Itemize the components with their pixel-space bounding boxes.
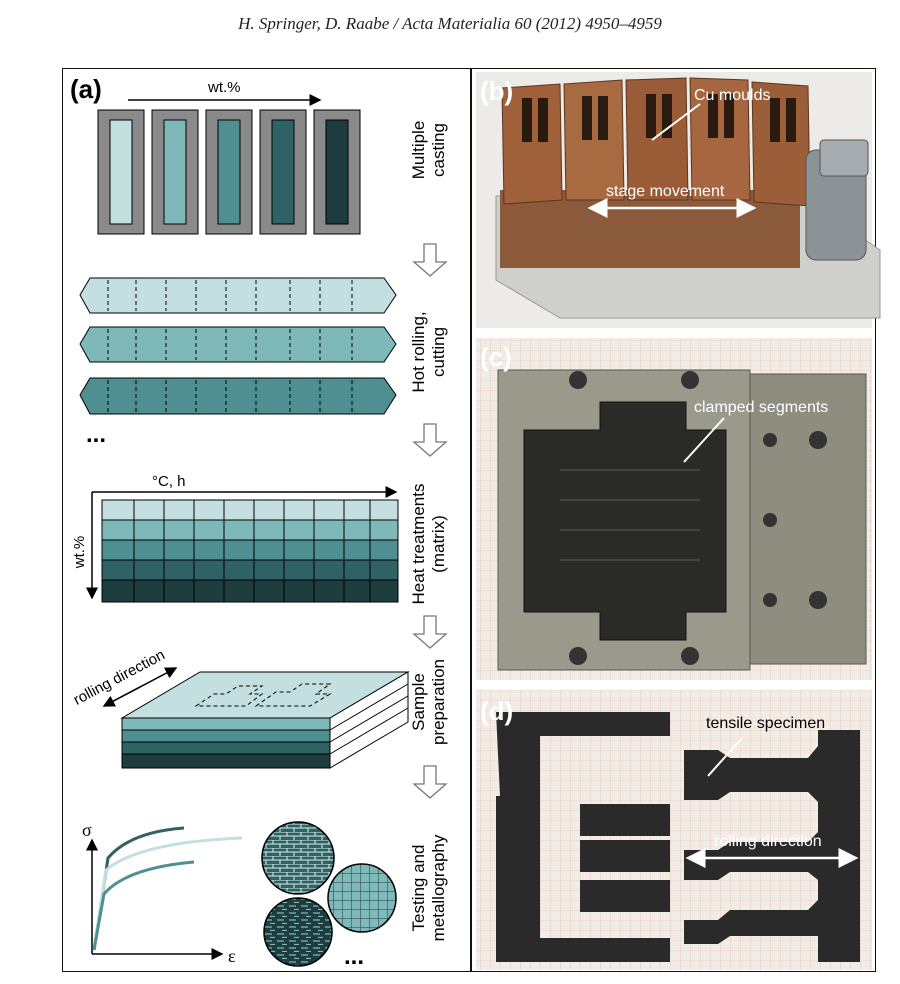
step-5-line-1: Testing and bbox=[409, 845, 428, 932]
sample-block: rolling direction bbox=[71, 646, 410, 769]
cu-moulds bbox=[501, 77, 811, 207]
rolling-direction-label-d: rolling direction bbox=[714, 833, 822, 850]
down-arrow-icon bbox=[412, 615, 448, 649]
mould bbox=[313, 109, 361, 235]
heat-treatment-matrix: °C, h wt.% bbox=[71, 473, 399, 603]
strip bbox=[79, 277, 397, 314]
down-arrow-icon bbox=[412, 243, 448, 277]
cu-moulds-label: Cu moulds bbox=[694, 87, 770, 104]
mould bbox=[151, 109, 199, 235]
stage-movement-label: stage movement bbox=[606, 183, 725, 200]
bolt-heads bbox=[569, 371, 827, 665]
epsilon-label: ε bbox=[228, 946, 236, 966]
panel-a-label: (a) bbox=[70, 74, 102, 104]
step-2-line-2: cutting bbox=[429, 327, 448, 377]
step-3-line-1: Heat treatments bbox=[409, 484, 428, 605]
tensile-specimen-label: tensile specimen bbox=[706, 715, 825, 732]
step-1-line-2: casting bbox=[429, 123, 448, 177]
panel-b: (b) Cu moulds stage movement bbox=[476, 72, 881, 328]
microstructures: ... bbox=[261, 821, 397, 970]
casting-moulds: wt.% bbox=[97, 79, 361, 235]
curve-light bbox=[92, 836, 243, 951]
curve-mid bbox=[92, 860, 195, 951]
mould bbox=[97, 109, 145, 235]
curve-dark bbox=[92, 826, 185, 951]
panel-c: (c) clamped segments bbox=[476, 338, 872, 680]
panel-b-label: (b) bbox=[480, 76, 513, 106]
heat-axis-y-label: wt.% bbox=[71, 536, 88, 570]
sigma-label: σ bbox=[82, 820, 92, 840]
specimen-frames bbox=[496, 712, 670, 962]
down-arrow-icon bbox=[412, 423, 448, 457]
step-4-line-2: preparation bbox=[429, 659, 448, 745]
mould bbox=[205, 109, 253, 235]
heat-axis-x-label: °C, h bbox=[152, 473, 186, 490]
figure-frame bbox=[62, 68, 876, 972]
panel-d: (d) tensile specimen rolling direction bbox=[476, 690, 872, 970]
mould bbox=[259, 109, 307, 235]
panel-d-label: (d) bbox=[480, 696, 513, 726]
step-5-line-2: metallography bbox=[429, 834, 448, 941]
clamped-segments-label: clamped segments bbox=[694, 399, 828, 416]
strips-ellipsis: ... bbox=[86, 421, 106, 448]
tensile-specimens bbox=[684, 730, 860, 962]
down-arrow-icon bbox=[412, 765, 448, 799]
panel-a: (a) wt.% ... bbox=[70, 74, 448, 970]
wt-label: wt.% bbox=[207, 79, 241, 96]
panel-divider bbox=[470, 68, 472, 972]
stress-strain-plot: σ ε bbox=[82, 820, 243, 966]
rolled-strips: ... bbox=[79, 277, 397, 448]
micrograph-circle bbox=[263, 897, 333, 967]
panel-c-label: (c) bbox=[480, 342, 512, 372]
micro-ellipsis: ... bbox=[344, 943, 364, 970]
step-3-line-2: (matrix) bbox=[429, 515, 448, 573]
strip bbox=[79, 377, 397, 415]
micrograph-circle bbox=[261, 821, 335, 895]
journal-header: H. Springer, D. Raabe / Acta Materialia … bbox=[238, 14, 662, 33]
step-4-line-1: Sample bbox=[409, 673, 428, 731]
strip bbox=[79, 326, 397, 363]
step-2-line-1: Hot rolling, bbox=[409, 311, 428, 392]
step-1-line-1: Multiple bbox=[409, 121, 428, 180]
micrograph-circle bbox=[327, 863, 397, 933]
process-steps: Multiple casting Hot rolling, cutting He… bbox=[409, 121, 448, 942]
clamped-specimens bbox=[523, 401, 727, 641]
